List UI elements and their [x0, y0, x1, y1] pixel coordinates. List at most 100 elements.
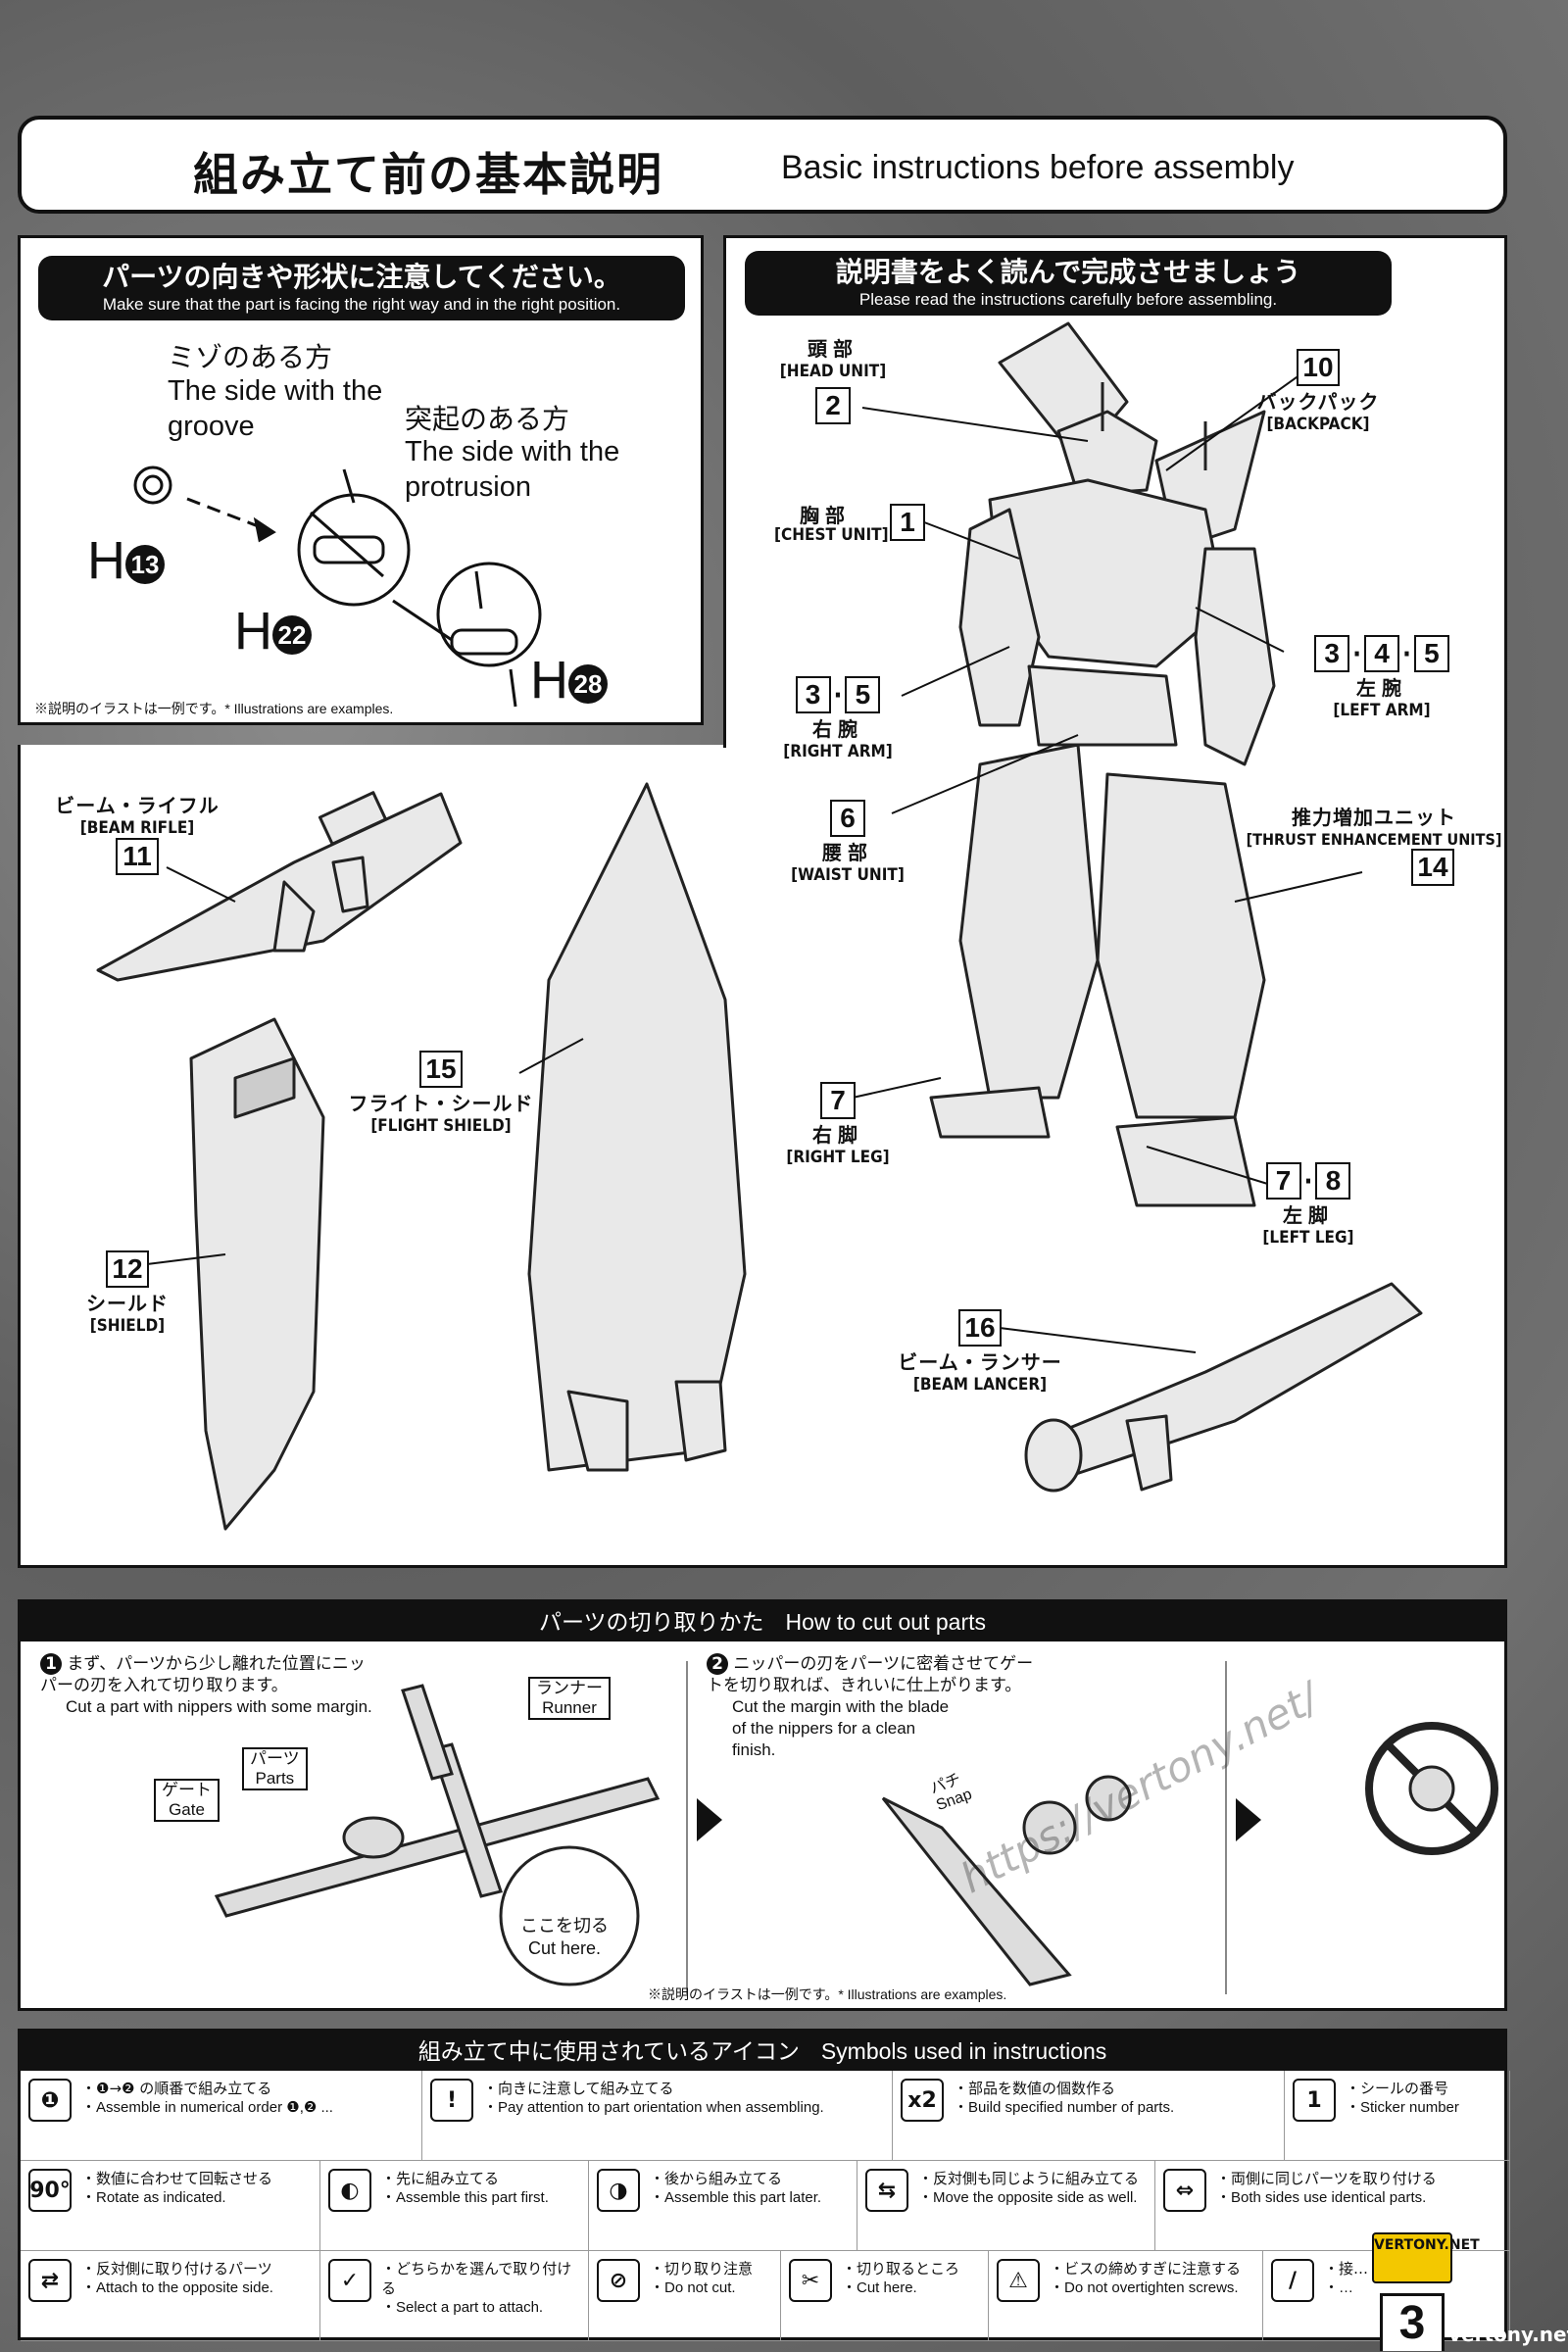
symbol-label-en: ・Select a part to attach. [381, 2299, 544, 2316]
symbol-icon: 90° [28, 2169, 72, 2212]
symbol-label-jp: ・両側に同じパーツを取り付ける [1216, 2170, 1437, 2187]
symbol-label-en: ・Cut here. [842, 2279, 917, 2296]
page-title-en: Basic instructions before assembly [781, 149, 1295, 186]
shield-part-number: 12 [106, 1250, 149, 1288]
symbol-icon: ⊘ [597, 2259, 640, 2302]
symbol-label-jp: ・反対側も同じように組み立てる [918, 2170, 1140, 2187]
symbol-label-en: ・Do not overtighten screws. [1050, 2279, 1239, 2296]
protrusion-label-en: The side with the protrusion [405, 436, 620, 503]
callout-shield: 12 シールド[SHIELD] [59, 1250, 196, 1336]
symbol-label-jp: ・シールの番号 [1346, 2080, 1449, 2097]
symbol-item: ⇔ ・両側に同じパーツを取り付ける・Both sides use identica… [1155, 2161, 1510, 2251]
symbol-label-jp: ・どちらかを選んで取り付ける [381, 2260, 572, 2297]
symbol-item: ◑ ・後から組み立てる・Assemble this part later. [589, 2161, 858, 2251]
head-part-number: 2 [815, 387, 851, 424]
symbol-label-en: ・Attach to the opposite side. [81, 2279, 273, 2296]
cut-parts-panel: パーツの切り取りかた How to cut out parts 1 まず、パーツ… [18, 1599, 1507, 2011]
callout-waist: 6 腰部[WAIST UNIT] [784, 800, 911, 885]
symbol-label-en: ・Rotate as indicated. [81, 2189, 226, 2206]
symbol-label-en: ・Sticker number [1346, 2099, 1459, 2116]
orientation-header: パーツの向きや形状に注意してください。 Make sure that the p… [38, 256, 685, 320]
symbol-label-jp: ・ビスの締めすぎに注意する [1050, 2260, 1242, 2278]
beam-lancer-part-number: 16 [958, 1309, 1002, 1347]
page-number: 3 [1380, 2293, 1445, 2351]
symbols-header: 組み立て中に使用されているアイコン Symbols used in instru… [21, 2032, 1504, 2071]
read-header-en: Please read the instructions carefully b… [858, 290, 1278, 309]
symbol-label-en: ・Assemble this part first. [381, 2189, 549, 2206]
symbol-item: ✓・どちらかを選んで取り付ける・Select a part to attach. [320, 2251, 589, 2341]
callout-right-arm: 3·5 右腕[RIGHT ARM] [774, 676, 902, 761]
symbol-item: !・向きに注意して組み立てる・Pay attention to part ori… [422, 2071, 893, 2161]
page-title-jp: 組み立て前の基本説明 [193, 148, 663, 201]
cut-parts-header: パーツの切り取りかた How to cut out parts [21, 1602, 1504, 1642]
symbol-label-en: ・Do not cut. [650, 2279, 736, 2296]
symbol-label-jp: ・部品を数値の個数作る [954, 2080, 1116, 2097]
symbol-label-en: ・… [1324, 2279, 1354, 2296]
symbol-label-en: ・Build specified number of parts. [954, 2099, 1175, 2116]
symbol-icon: ◑ [597, 2169, 640, 2212]
cut-step1: 1 まず、パーツから少し離れた位置にニッパーの刃を入れて切り取ります。 Cut … [40, 1653, 372, 1716]
callout-left-arm: 3·4·5 左腕[LEFT ARM] [1294, 635, 1470, 720]
symbol-item: x2 ・部品を数値の個数作る・Build specified number of … [893, 2071, 1285, 2161]
chest-part-number: 1 [890, 504, 925, 541]
callout-left-leg: 7·8 左脚[LEFT LEG] [1245, 1162, 1372, 1248]
symbol-item: ⇄ ・反対側に取り付けるパーツ・Attach to the opposite si… [21, 2251, 320, 2341]
callout-head: 頭部[HEAD UNIT] 2 [774, 333, 892, 424]
beam-rifle-part-number: 11 [116, 838, 159, 875]
groove-label-jp: ミゾのある方 [168, 341, 333, 373]
symbol-label-jp: ・向きに注意して組み立てる [483, 2080, 674, 2097]
thrust-part-number: 14 [1411, 849, 1454, 886]
right-leg-part-number: 7 [820, 1082, 856, 1119]
waist-part-number: 6 [830, 800, 865, 837]
orientation-header-jp: パーツの向きや形状に注意してください。 [102, 261, 621, 293]
symbol-label-jp: ・反対側に取り付けるパーツ [81, 2260, 272, 2278]
callout-beam-lancer: 16 ビーム・ランサー[BEAM LANCER] [892, 1309, 1068, 1395]
callout-flight-shield: 15 フライト・シールド[FLIGHT SHIELD] [333, 1051, 549, 1136]
symbol-label-jp: ・先に組み立てる [381, 2170, 500, 2187]
watermark-url-footer: vertony.net [1448, 2323, 1568, 2346]
protrusion-label-jp: 突起のある方 [405, 403, 570, 435]
symbol-item: ⚠ ・ビスの締めすぎに注意する・Do not overtighten screws… [989, 2251, 1263, 2341]
symbol-label-jp: ・後から組み立てる [650, 2170, 783, 2187]
symbol-icon: / [1271, 2259, 1314, 2302]
symbol-label-en: ・Assemble this part later. [650, 2189, 822, 2206]
symbol-label-en: ・Both sides use identical parts. [1216, 2189, 1427, 2206]
groove-label-en: The side with the groove [168, 375, 383, 442]
symbol-label-en: ・Assemble in numerical order ❶,❷ ... [81, 2099, 333, 2116]
cut-illustration [214, 1661, 1498, 1994]
callout-right-leg: 7 右脚[RIGHT LEG] [774, 1082, 902, 1167]
symbol-item: ⊘ ・切り取り注意・Do not cut. [589, 2251, 781, 2341]
symbol-label-en: ・Move the opposite side as well. [918, 2189, 1138, 2206]
title-banner: 組み立て前の基本説明 Basic instructions before ass… [18, 116, 1507, 214]
symbol-label-en: ・Pay attention to part orientation when … [483, 2099, 824, 2116]
backpack-part-number: 10 [1297, 349, 1340, 386]
symbol-icon: 1 [1293, 2079, 1336, 2122]
symbol-item: ◐・先に組み立てる・Assemble this part first. [320, 2161, 589, 2251]
symbol-item: ⇆ ・反対側も同じように組み立てる・Move the opposite side … [858, 2161, 1155, 2251]
cut-step2: 2 ニッパーの刃をパーツに密着させてゲートを切り取れば、きれいに仕上がります。 … [707, 1653, 1034, 1759]
symbol-label-jp: ・接… [1324, 2260, 1369, 2278]
callout-beam-rifle: ビーム・ライフル[BEAM RIFLE] 11 [39, 790, 235, 875]
vertony-logo: VERTONY.NET [1372, 2232, 1480, 2283]
part-orientation-panel: パーツの向きや形状に注意してください。 Make sure that the p… [18, 235, 704, 725]
symbol-icon: ⚠ [997, 2259, 1040, 2302]
symbol-icon: ⇔ [1163, 2169, 1206, 2212]
cut-arrow-1 [697, 1798, 722, 1841]
callout-backpack: 10 バックパック[BACKPACK] [1235, 349, 1401, 434]
symbols-grid: ❶・❶→❷ の順番で組み立てる・Assemble in numerical or… [21, 2071, 1510, 2341]
part-orientation-illustration [133, 466, 542, 708]
symbol-icon: x2 [901, 2079, 944, 2122]
symbol-label-jp: ・切り取り注意 [650, 2260, 754, 2278]
cut-note: ※説明のイラストは一例です。* Illustrations are exampl… [648, 1986, 1007, 2002]
symbol-label-jp: ・数値に合わせて回転させる [81, 2170, 273, 2187]
symbol-item: ❶・❶→❷ の順番で組み立てる・Assemble in numerical or… [21, 2071, 422, 2161]
symbol-icon: ⇆ [865, 2169, 908, 2212]
symbol-icon: ⇄ [28, 2259, 72, 2302]
